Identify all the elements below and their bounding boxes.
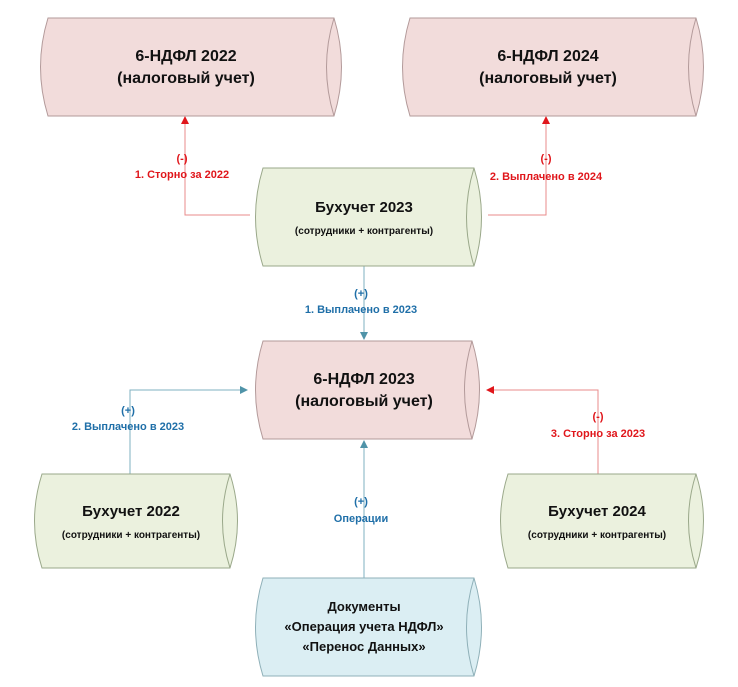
node-buh-2022-subtitle: (сотрудники + контрагенты) [62,530,200,541]
edge-buh2023-to-ndfl2024 [488,116,550,216]
node-buh-2023-subtitle: (сотрудники + контрагенты) [295,226,433,237]
node-buh-2023: Бухучет 2023 (сотрудники + контрагенты) [255,167,482,267]
label-docs-text: Операции [334,513,388,525]
node-documents-line2: «Операция учета НДФЛ» [284,619,443,634]
node-ndfl-2022: 6-НДФЛ 2022 (налоговый учет) [40,17,342,117]
label-to2022-text: 1. Сторно за 2022 [135,169,229,181]
node-ndfl-2024: 6-НДФЛ 2024 (налоговый учет) [402,17,704,117]
node-documents-line1: Документы [327,599,400,614]
node-buh-2023-title: Бухучет 2023 [315,199,413,216]
label-buh2022-text: 2. Выплачено в 2023 [72,421,184,433]
node-buh-2024: Бухучет 2024 (сотрудники + контрагенты) [500,473,704,569]
label-to2024-text: 2. Выплачено в 2024 [490,171,603,183]
label-buh2023-sign: (+) [354,288,368,300]
node-buh-2024-title: Бухучет 2024 [548,503,646,520]
edge-buh2023-to-ndfl2022 [181,116,250,216]
edge-buh2024-to-ndfl2023 [486,386,599,474]
node-ndfl-2024-title: 6-НДФЛ 2024 [497,48,598,65]
node-ndfl-2022-subtitle: (налоговый учет) [117,70,255,87]
connectors [129,116,599,578]
node-buh-2022: Бухучет 2022 (сотрудники + контрагенты) [34,473,238,569]
node-ndfl-2022-title: 6-НДФЛ 2022 [135,48,236,65]
label-to2022-sign: (-) [177,153,188,165]
node-documents-line3: «Перенос Данных» [302,639,425,654]
label-docs-sign: (+) [354,496,368,508]
label-buh2024-text: 3. Сторно за 2023 [551,428,645,440]
label-buh2023-text: 1. Выплачено в 2023 [305,304,417,316]
label-to2024-sign: (-) [541,153,552,165]
node-ndfl-2024-subtitle: (налоговый учет) [479,70,617,87]
edge-buh2022-to-ndfl2023 [129,386,248,474]
label-buh2024-sign: (-) [593,411,604,423]
node-ndfl-2023-title: 6-НДФЛ 2023 [313,371,414,388]
edge-labels: (-) 1. Сторно за 2022 (-) 2. Выплачено в… [72,153,645,525]
label-buh2022-sign: (+) [121,405,135,417]
node-buh-2024-subtitle: (сотрудники + контрагенты) [528,530,666,541]
node-buh-2022-title: Бухучет 2022 [82,503,180,520]
node-ndfl-2023: 6-НДФЛ 2023 (налоговый учет) [255,340,480,440]
node-documents: Документы «Операция учета НДФЛ» «Перенос… [255,577,482,677]
node-ndfl-2023-subtitle: (налоговый учет) [295,393,433,410]
